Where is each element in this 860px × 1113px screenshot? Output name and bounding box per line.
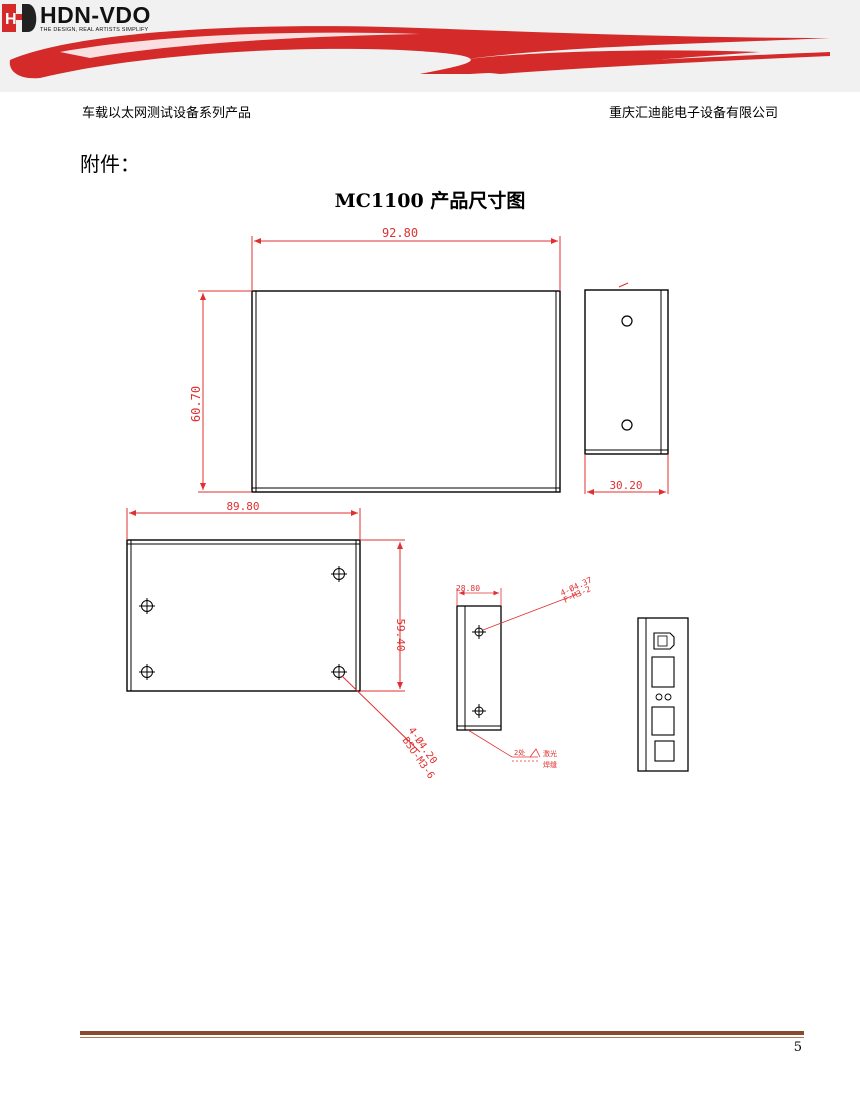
- footer-rule: [80, 1031, 804, 1035]
- bracket-weld-note-1: 激光: [543, 749, 557, 758]
- bottom-view: 89.80 59.40 4-Ø4.20 BSO-M3-6: [126, 500, 440, 781]
- hd-logo-icon: H: [2, 4, 37, 32]
- bottom-width-dim: 89.80: [226, 500, 259, 513]
- company-name: 重庆汇迪能电子设备有限公司: [608, 106, 778, 121]
- bottom-height-dim: 59.40: [394, 618, 407, 651]
- page-number: 5: [793, 1040, 802, 1055]
- footer-rule-thin: [80, 1037, 804, 1038]
- bracket-view: 28.80 4-Ø4.37 F-M3-2 2处 激光 焊缝: [456, 574, 594, 769]
- top-height-dim: 60.70: [189, 386, 203, 422]
- top-width-dim: 92.80: [382, 226, 418, 240]
- side-depth-dim: 30.20: [609, 479, 642, 492]
- side-view: 30.20: [584, 282, 669, 495]
- car-swoosh-graphic: [9, 26, 831, 79]
- header-banner: H HDN-VDO THE DESIGN, REAL ARTISTS SIMPL…: [0, 0, 860, 92]
- bracket-weld-count: 2处: [514, 748, 525, 757]
- front-panel-view: [637, 617, 689, 772]
- document-series-title: 车载以太网测试设备系列产品: [82, 106, 252, 121]
- svg-text:H: H: [5, 11, 17, 28]
- bracket-width-dim: 28.80: [456, 584, 480, 593]
- top-view: 92.80 60.70: [189, 226, 561, 493]
- logo-tagline: THE DESIGN, REAL ARTISTS SIMPLIFY: [40, 27, 149, 33]
- attachment-label: 附件：: [80, 152, 140, 176]
- figure-title: MC1100 产品尺寸图: [334, 190, 526, 212]
- bracket-weld-note-2: 焊缝: [543, 760, 557, 769]
- logo-text: HDN-VDO: [40, 2, 151, 28]
